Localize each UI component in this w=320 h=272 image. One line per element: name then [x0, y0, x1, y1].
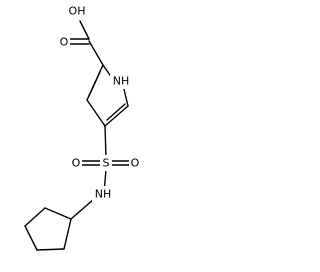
nh-to-cyclopentyl-bond: [70, 198, 95, 220]
atom-labels: OH O NH S O O NH: [58, 3, 141, 202]
carboxylic-acid-group: [67, 20, 104, 66]
chemical-structure-diagram: OH O NH S O O NH: [24, 3, 141, 251]
cyclopentyl-group: [24, 198, 95, 251]
carbonyl-o-label: O: [60, 36, 69, 49]
ring-inner-double-bond-2: [106, 103, 126, 121]
cyclopentyl-bond-2: [24, 207, 46, 227]
carboxyl-to-ring-bond: [88, 40, 104, 66]
ring-inner-double-bond: [88, 71, 101, 97]
c-oh-bond: [79, 20, 90, 40]
sulfonamide-nh-label: NH: [95, 188, 112, 201]
ring-to-sulfur-bond: [104, 125, 107, 158]
cyclopentyl-bond-1: [44, 207, 72, 220]
cyclopentyl-bond-5: [63, 218, 72, 250]
sulfonyl-o-right-label: O: [131, 157, 140, 170]
cyclopentyl-bond-3: [24, 225, 38, 251]
pyrrole-ring: [86, 64, 129, 127]
ring-bond-c4-c5: [104, 105, 129, 127]
carboxyl-oh-label: OH: [69, 5, 86, 18]
sulfonyl-o-left-label: O: [72, 157, 81, 170]
sulfur-label: S: [103, 157, 110, 170]
ring-bond-c3-c4: [86, 99, 106, 127]
ring-nh-label: NH: [113, 75, 130, 88]
cyclopentyl-bond-4: [36, 248, 65, 251]
